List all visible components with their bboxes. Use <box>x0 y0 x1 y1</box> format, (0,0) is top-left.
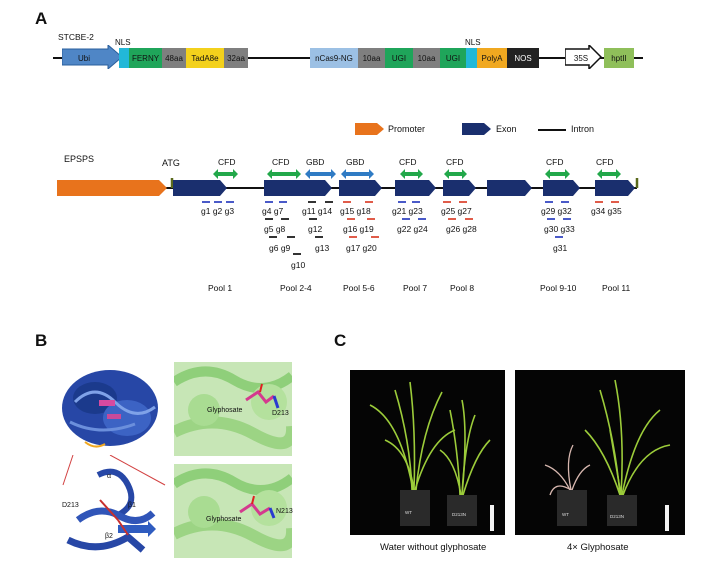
pot-label-wt-1: WT <box>405 510 412 515</box>
active-site-motif-image <box>66 468 156 553</box>
ugi-segment-1: UGI <box>385 48 413 68</box>
caption-glyphosate: 4× Glyphosate <box>567 542 629 553</box>
grna-label: g13 <box>315 243 330 253</box>
legend-exon-label: Exon <box>496 124 517 134</box>
grna-label: g34 g35 <box>591 206 622 216</box>
domain-label-1: CFD <box>218 157 236 167</box>
grna-tick-marks <box>202 201 619 255</box>
n213-label: N213 <box>276 508 293 515</box>
exon-legend-icon <box>462 123 491 135</box>
beta2-label: β2 <box>105 533 113 540</box>
protein-structure-image <box>55 362 165 454</box>
grna-label: g10 <box>291 260 306 270</box>
tada8e-segment: TadA8e <box>186 48 224 68</box>
panel-letter-a: A <box>35 9 48 28</box>
pot-label-d213n-1: D213N <box>452 512 467 517</box>
nls-right-box <box>466 48 477 68</box>
alpha-label: α <box>107 473 112 480</box>
pot-label-d213n-2: D213N <box>610 514 625 519</box>
35s-promoter-arrow: 35S <box>565 45 603 69</box>
grna-label: g31 <box>553 243 568 253</box>
domain-label-7: CFD <box>546 157 564 167</box>
nls-left-box <box>119 48 129 68</box>
glyphosate-n213-binding-image <box>174 464 292 558</box>
exon-3 <box>339 180 382 196</box>
glyphosate-label-top: Glyphosate <box>207 407 243 414</box>
gene-promoter <box>57 180 167 196</box>
hptii-segment: hptII <box>604 48 634 68</box>
ubi-label: Ubi <box>78 54 90 63</box>
beta1-label: β1 <box>128 502 136 509</box>
grna-label: g21 g23 <box>392 206 423 216</box>
grna-label: g22 g24 <box>397 224 428 234</box>
grna-label: g17 g20 <box>346 243 377 253</box>
exon-7 <box>543 180 580 196</box>
grna-label: g26 g28 <box>446 224 477 234</box>
promoter-legend-icon <box>355 123 384 135</box>
glyphosate-label-bottom: Glyphosate <box>206 516 242 523</box>
pool-label: Pool 1 <box>208 283 233 293</box>
35s-label: 35S <box>574 54 588 63</box>
grna-label: g1 g2 g3 <box>201 206 235 216</box>
grna-label: g16 g19 <box>343 224 374 234</box>
nls-left-label: NLS <box>115 38 131 47</box>
domain-label-8: CFD <box>596 157 614 167</box>
nos-segment: NOS <box>507 48 539 68</box>
domain-label-6: CFD <box>446 157 464 167</box>
grna-label: g15 g18 <box>340 206 371 216</box>
polya-segment: PolyA <box>477 48 507 68</box>
domain-label-5: CFD <box>399 157 417 167</box>
intron-legend-line <box>538 129 566 131</box>
d213-label: D213 <box>272 410 289 417</box>
domain-label-4: GBD <box>346 157 365 167</box>
grna-label: g6 g9 <box>269 243 291 253</box>
exon-6 <box>487 180 532 196</box>
plant-photo-glyphosate <box>515 370 685 535</box>
grna-label: g11 g14 <box>302 206 333 216</box>
domain-label-2: CFD <box>272 157 290 167</box>
grna-label: g5 g8 <box>264 224 286 234</box>
pool-label: Pool 8 <box>450 283 475 293</box>
linker-10aa-1: 10aa <box>358 48 385 68</box>
ubi-promoter-arrow: Ubi <box>62 45 123 69</box>
construct-name: STCBE-2 <box>58 32 94 42</box>
exon-2 <box>264 180 332 196</box>
d213-helix-label: D213 <box>62 502 79 509</box>
caption-water: Water without glyphosate <box>380 542 487 553</box>
exon-1 <box>173 180 227 196</box>
grna-label: g29 g32 <box>541 206 572 216</box>
glyphosate-d213-binding-image <box>174 362 292 456</box>
grna-label: g25 g27 <box>441 206 472 216</box>
nls-right-label: NLS <box>465 38 481 47</box>
domain-label-3: GBD <box>306 157 325 167</box>
pool-label: Pool 7 <box>403 283 428 293</box>
panel-letter-c: C <box>334 331 347 350</box>
pool-label: Pool 11 <box>602 283 631 293</box>
ferny-segment: FERNY <box>129 48 162 68</box>
legend-intron-label: Intron <box>571 124 595 134</box>
pool-label: Pool 5-6 <box>343 283 375 293</box>
exon-8 <box>595 180 635 196</box>
pool-label: Pool 2-4 <box>280 283 312 293</box>
plant-photo-water <box>350 370 505 535</box>
gene-name: EPSPS <box>64 154 95 164</box>
epsps-gene-model <box>57 169 639 196</box>
linker-10aa-2: 10aa <box>413 48 440 68</box>
legend-promoter-label: Promoter <box>388 124 426 134</box>
grna-label: g30 g33 <box>544 224 575 234</box>
pot-label-wt-2: WT <box>562 512 569 517</box>
exon-5 <box>443 180 476 196</box>
zoom-lines <box>62 455 166 486</box>
atg-label: ATG <box>162 158 180 168</box>
grna-label: g12 <box>308 224 323 234</box>
exon-4 <box>395 180 436 196</box>
grna-label: g4 g7 <box>262 206 284 216</box>
pool-label: Pool 9-10 <box>540 283 577 293</box>
panel-letter-b: B <box>35 331 48 350</box>
linker-48aa: 48aa <box>162 48 186 68</box>
linker-32aa: 32aa <box>224 48 248 68</box>
ugi-segment-2: UGI <box>440 48 466 68</box>
ncas9-segment: nCas9-NG <box>310 48 358 68</box>
